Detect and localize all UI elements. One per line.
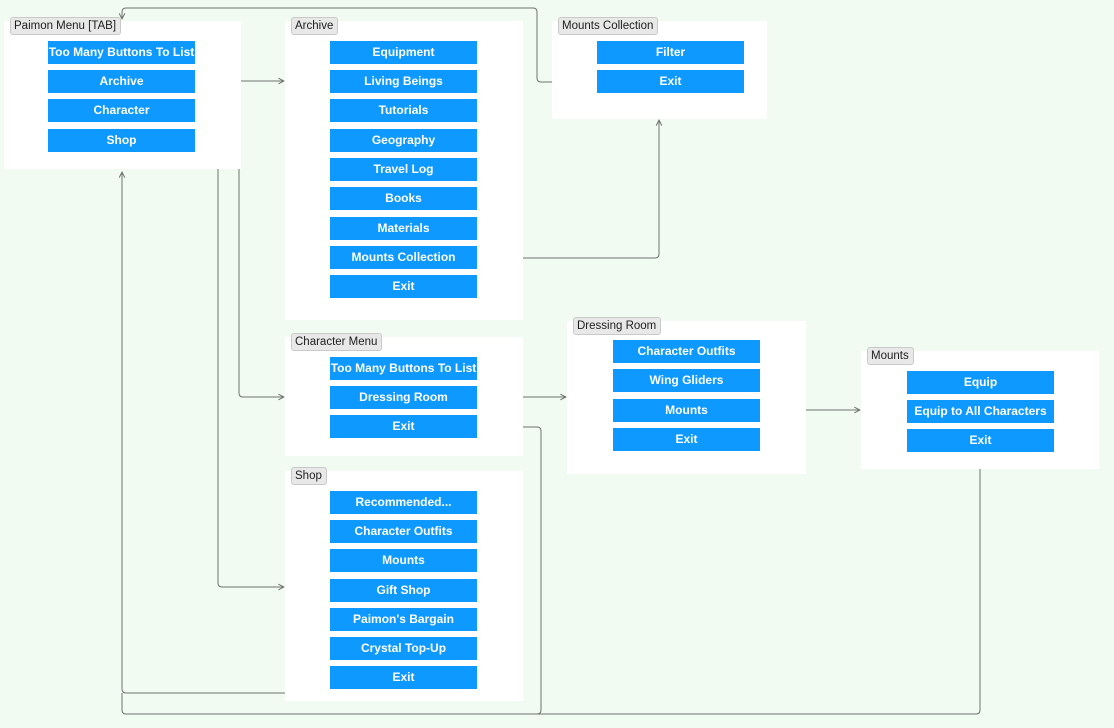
mounts-exit-button[interactable]: Exit [907,429,1054,452]
frame-shop: Shop Recommended... Character Outfits Mo… [285,467,523,701]
mounts-button[interactable]: Mounts [613,399,760,422]
frame-title: Paimon Menu [TAB] [10,17,122,35]
shop-exit-button[interactable]: Exit [330,666,477,689]
character-button[interactable]: Character [48,99,195,122]
equip-to-all-characters-button[interactable]: Equip to All Characters [907,400,1054,423]
character-menu-exit-button[interactable]: Exit [330,415,477,438]
frame-title: Character Menu [291,333,383,351]
frame-dressing-room: Dressing Room Character Outfits Wing Gli… [567,317,806,474]
connector-shop [195,140,284,587]
frame-title: Archive [291,17,339,35]
frame-title: Dressing Room [573,317,662,335]
archive-exit-button[interactable]: Exit [330,275,477,298]
frame-archive: Archive Equipment Living Beings Tutorial… [285,17,523,320]
frame-character-menu: Character Menu Too Many Buttons To List … [285,333,523,456]
geography-button[interactable]: Geography [330,129,477,152]
frame-mounts-collection: Mounts Collection Filter Exit [552,17,767,119]
equipment-button[interactable]: Equipment [330,41,477,64]
shop-button[interactable]: Shop [48,129,195,152]
archive-button[interactable]: Archive [48,70,195,93]
too-many-buttons-button[interactable]: Too Many Buttons To List [48,41,195,64]
living-beings-button[interactable]: Living Beings [330,70,477,93]
shop-character-outfits-button[interactable]: Character Outfits [330,520,477,543]
equip-button[interactable]: Equip [907,371,1054,394]
paimons-bargain-button[interactable]: Paimon's Bargain [330,608,477,631]
wing-gliders-button[interactable]: Wing Gliders [613,369,760,392]
tutorials-button[interactable]: Tutorials [330,99,477,122]
materials-button[interactable]: Materials [330,217,477,240]
dressing-room-exit-button[interactable]: Exit [613,428,760,451]
character-outfits-button[interactable]: Character Outfits [613,340,760,363]
books-button[interactable]: Books [330,187,477,210]
frame-mounts: Mounts Equip Equip to All Characters Exi… [861,347,1099,469]
gift-shop-button[interactable]: Gift Shop [330,579,477,602]
frame-paimon-menu: Paimon Menu [TAB] Too Many Buttons To Li… [4,17,241,169]
connector-mounts-exit [121,454,981,715]
mounts-collection-button[interactable]: Mounts Collection [330,246,477,269]
filter-button[interactable]: Filter [597,41,744,64]
shop-mounts-button[interactable]: Mounts [330,549,477,572]
frame-title: Shop [291,467,327,485]
travel-log-button[interactable]: Travel Log [330,158,477,181]
frame-title: Mounts Collection [558,17,659,35]
dressing-room-button[interactable]: Dressing Room [330,386,477,409]
recommended-button[interactable]: Recommended... [330,491,477,514]
mounts-collection-exit-button[interactable]: Exit [597,70,744,93]
too-many-buttons-button[interactable]: Too Many Buttons To List [330,357,477,380]
frame-title: Mounts [867,347,914,365]
crystal-top-up-button[interactable]: Crystal Top-Up [330,637,477,660]
